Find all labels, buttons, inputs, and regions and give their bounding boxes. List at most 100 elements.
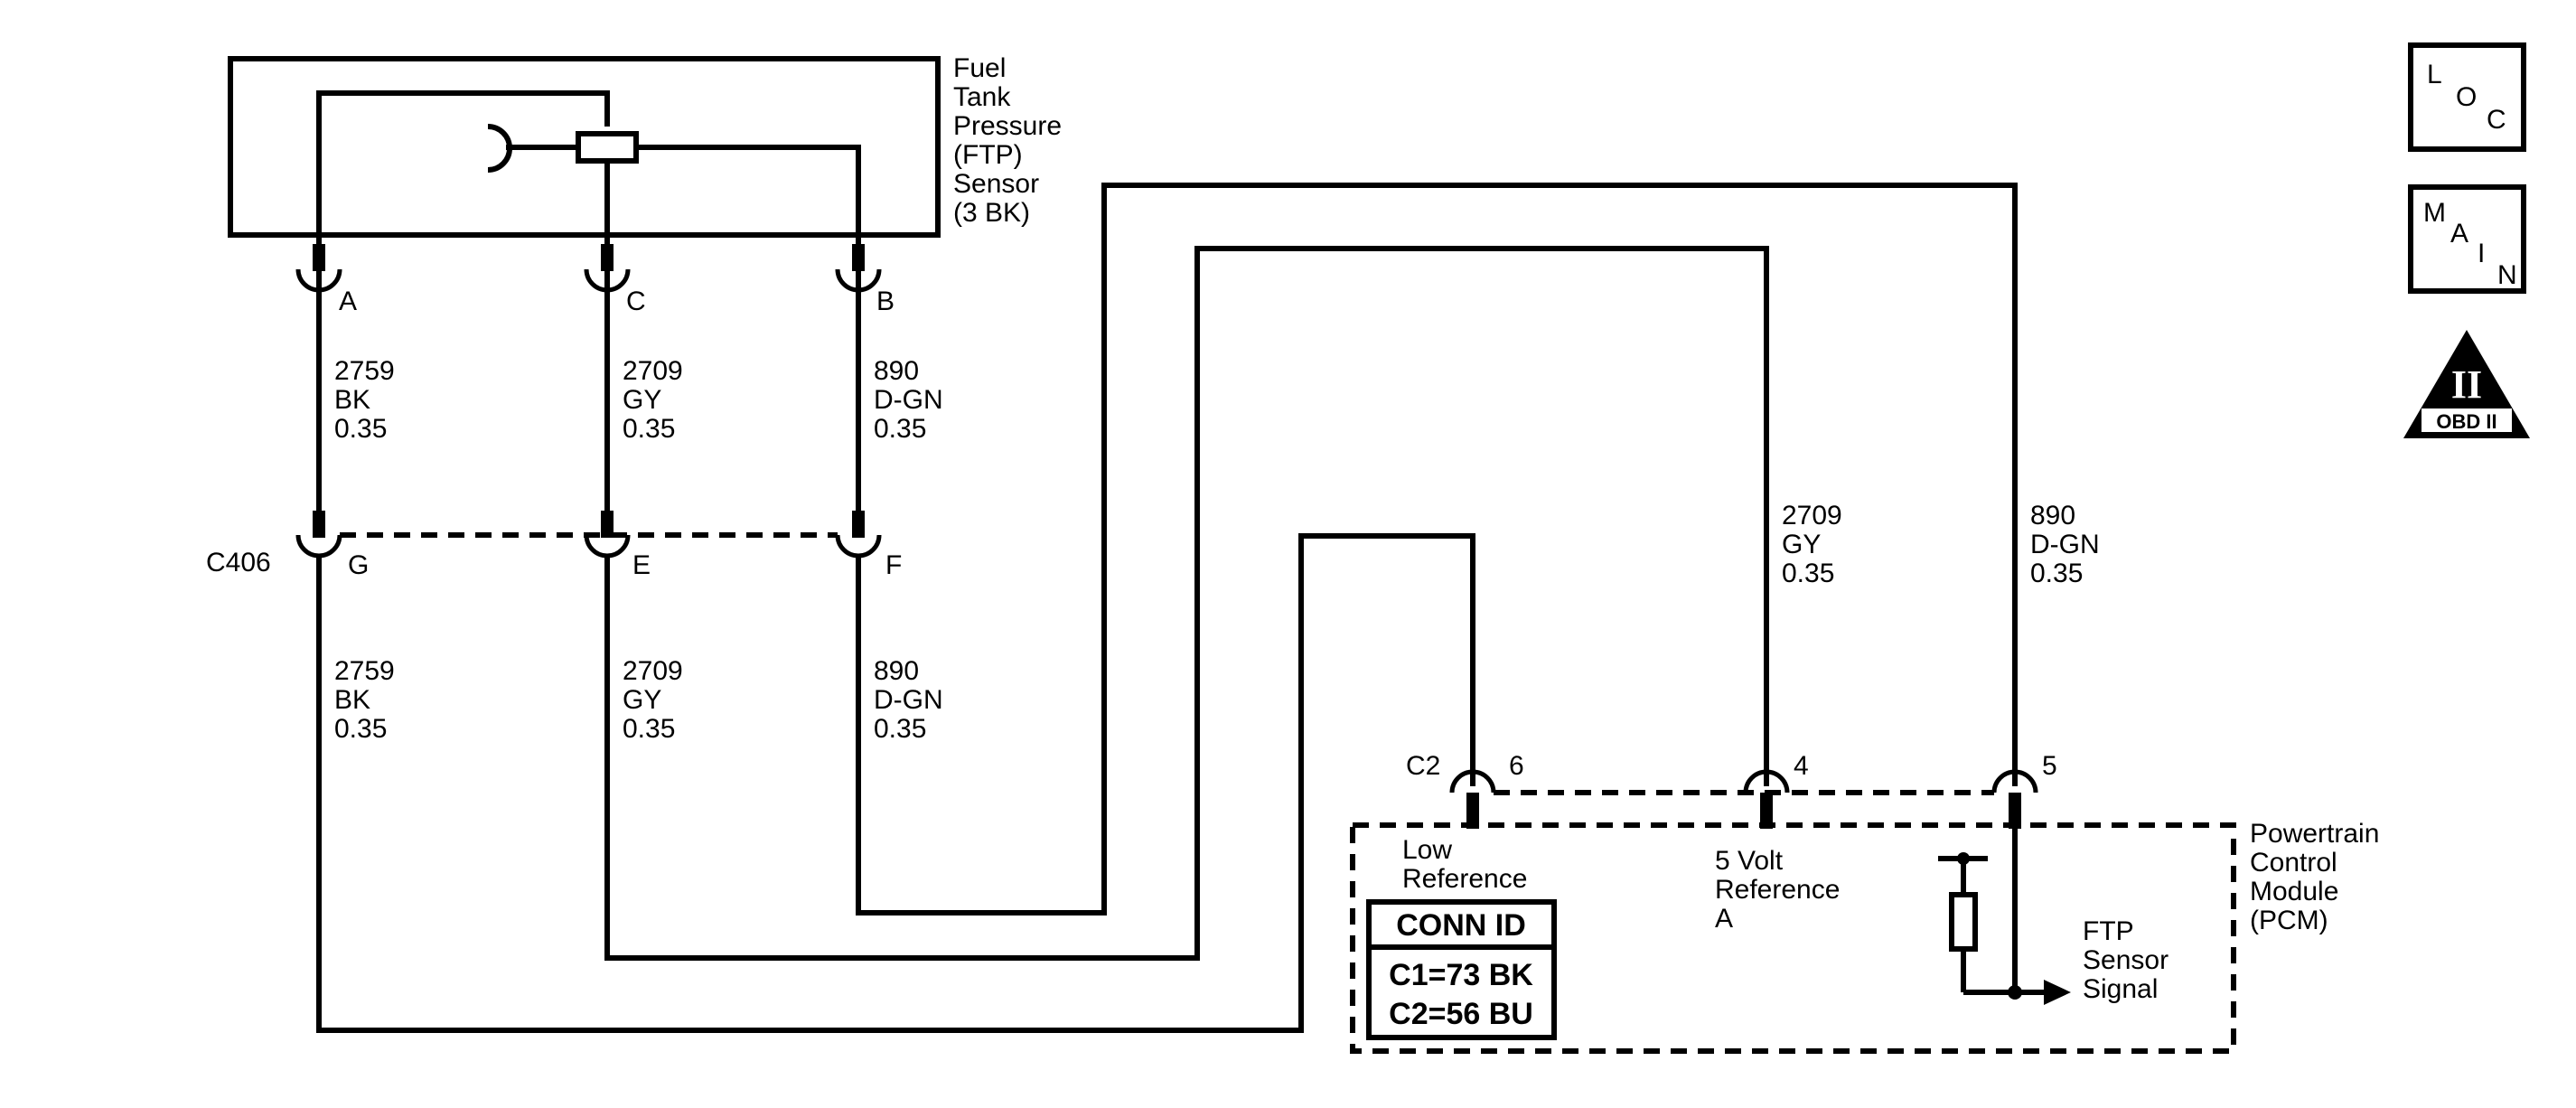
svg-text:Sensor: Sensor — [2083, 945, 2169, 975]
sensor-pin-c — [584, 244, 631, 294]
obd-ii-button[interactable]: II OBD II — [2403, 330, 2530, 438]
svg-text:Reference: Reference — [1402, 864, 1527, 894]
sensor-pin-b — [835, 244, 882, 294]
svg-text:M: M — [2423, 198, 2446, 228]
loc-button[interactable]: L O C — [2408, 42, 2526, 152]
pin-label-g: G — [348, 550, 369, 580]
svg-text:2709: 2709 — [623, 356, 683, 386]
pcm-name: Powertrain Control Module (PCM) — [2250, 819, 2379, 935]
sensor-pin-a — [295, 244, 342, 294]
svg-text:N: N — [2497, 260, 2517, 290]
pin-label-c: C — [626, 286, 646, 316]
wire-label-top-a: 2759 BK 0.35 — [334, 356, 395, 444]
main-button[interactable]: M A I N — [2408, 184, 2526, 294]
svg-text:Module: Module — [2250, 877, 2338, 906]
svg-text:2759: 2759 — [334, 356, 395, 386]
svg-text:A: A — [1715, 904, 1733, 934]
svg-text:Low: Low — [1402, 835, 1452, 865]
wire-f-pcm5 — [856, 183, 2018, 916]
svg-text:0.35: 0.35 — [874, 414, 926, 444]
conn-id-table: CONN ID C1=73 BK C2=56 BU — [1366, 899, 1557, 1040]
wire-label-top-b: 890 D-GN 0.35 — [874, 356, 943, 444]
low-reference-label: Low Reference — [1402, 835, 1527, 894]
svg-text:890: 890 — [874, 656, 919, 686]
svg-text:0.35: 0.35 — [623, 414, 675, 444]
sensor-name-line: (3 BK) — [953, 198, 1030, 228]
wire-label-bot-f: 890 D-GN 0.35 — [874, 656, 943, 744]
pin-label-f: F — [885, 550, 902, 580]
svg-text:5 Volt: 5 Volt — [1715, 846, 1784, 876]
svg-text:890: 890 — [2030, 501, 2075, 531]
wire-e-pcm4 — [604, 246, 1769, 961]
pin-label-a: A — [339, 286, 357, 316]
pin-label-4: 4 — [1794, 751, 1809, 781]
conn-id-title: CONN ID — [1396, 908, 1526, 943]
wire-label-pcm4: 2709 GY 0.35 — [1782, 501, 1842, 588]
svg-text:2759: 2759 — [334, 656, 395, 686]
c2-pin-4 — [1743, 769, 1790, 829]
svg-text:BK: BK — [334, 685, 370, 715]
wire-label-pcm5: 890 D-GN 0.35 — [2030, 501, 2100, 588]
svg-text:D-GN: D-GN — [874, 385, 943, 415]
sensor-name-line: Fuel — [953, 53, 1006, 83]
sensor-name-line: Tank — [953, 82, 1011, 112]
c2-label: C2 — [1406, 751, 1440, 781]
pin-label-5: 5 — [2042, 751, 2057, 781]
c406-pin-e — [584, 511, 631, 559]
svg-text:I: I — [2478, 239, 2485, 268]
sensor-name: Fuel Tank Pressure (FTP) Sensor (3 BK) — [953, 53, 1062, 228]
svg-text:0.35: 0.35 — [334, 714, 387, 744]
conn-id-row: C1=73 BK — [1389, 958, 1533, 992]
svg-text:Powertrain: Powertrain — [2250, 819, 2379, 849]
c406-pin-f — [835, 511, 882, 559]
pull-up-resistor-icon — [1938, 852, 2071, 1005]
svg-text:A: A — [2450, 219, 2468, 249]
pcm-housing — [1350, 822, 2236, 1054]
svg-text:FTP: FTP — [2083, 916, 2134, 946]
svg-text:GY: GY — [623, 685, 661, 715]
svg-text:0.35: 0.35 — [2030, 559, 2083, 588]
svg-text:O: O — [2456, 82, 2477, 112]
sensor-internal-wire-b — [636, 145, 861, 258]
svg-text:(PCM): (PCM) — [2250, 906, 2328, 935]
svg-text:0.35: 0.35 — [874, 714, 926, 744]
ftp-sensor-housing — [228, 56, 941, 238]
wire-label-bot-e: 2709 GY 0.35 — [623, 656, 683, 744]
sensor-name-line: Pressure — [953, 111, 1062, 141]
sensor-name-line: (FTP) — [953, 140, 1023, 170]
svg-text:D-GN: D-GN — [2030, 530, 2100, 559]
sensor-element — [576, 131, 639, 164]
wire-label-bot-g: 2759 BK 0.35 — [334, 656, 395, 744]
sensor-name-line: Sensor — [953, 169, 1039, 199]
svg-text:Control: Control — [2250, 848, 2337, 878]
svg-text:Reference: Reference — [1715, 875, 1840, 905]
obd-text: OBD II — [2436, 410, 2496, 433]
svg-text:D-GN: D-GN — [874, 685, 943, 715]
sensor-internal-wire-a — [316, 90, 610, 258]
pin-label-6: 6 — [1509, 751, 1524, 781]
conn-id-row: C2=56 BU — [1389, 997, 1533, 1031]
c406-label: C406 — [206, 548, 271, 577]
svg-text:0.35: 0.35 — [334, 414, 387, 444]
wire-label-top-c: 2709 GY 0.35 — [623, 356, 683, 444]
svg-text:C: C — [2487, 105, 2506, 135]
svg-text:2709: 2709 — [1782, 501, 1842, 531]
svg-text:0.35: 0.35 — [623, 714, 675, 744]
ftp-sensor-signal-label: FTP Sensor Signal — [2083, 916, 2169, 1004]
svg-text:GY: GY — [1782, 530, 1821, 559]
five-volt-reference-label: 5 Volt Reference A — [1715, 846, 1840, 934]
svg-text:Signal: Signal — [2083, 974, 2158, 1004]
svg-text:0.35: 0.35 — [1782, 559, 1834, 588]
pin-label-b: B — [876, 286, 895, 316]
svg-text:BK: BK — [334, 385, 370, 415]
c2-pin-6 — [1449, 769, 1496, 829]
svg-text:L: L — [2427, 60, 2442, 89]
pin-label-e: E — [632, 550, 651, 580]
wire-g-pcm6 — [316, 533, 1475, 1033]
c406-pin-g — [295, 511, 342, 559]
obd-numeral: II — [2451, 362, 2482, 407]
svg-text:890: 890 — [874, 356, 919, 386]
c2-pin-5 — [1991, 769, 2038, 829]
